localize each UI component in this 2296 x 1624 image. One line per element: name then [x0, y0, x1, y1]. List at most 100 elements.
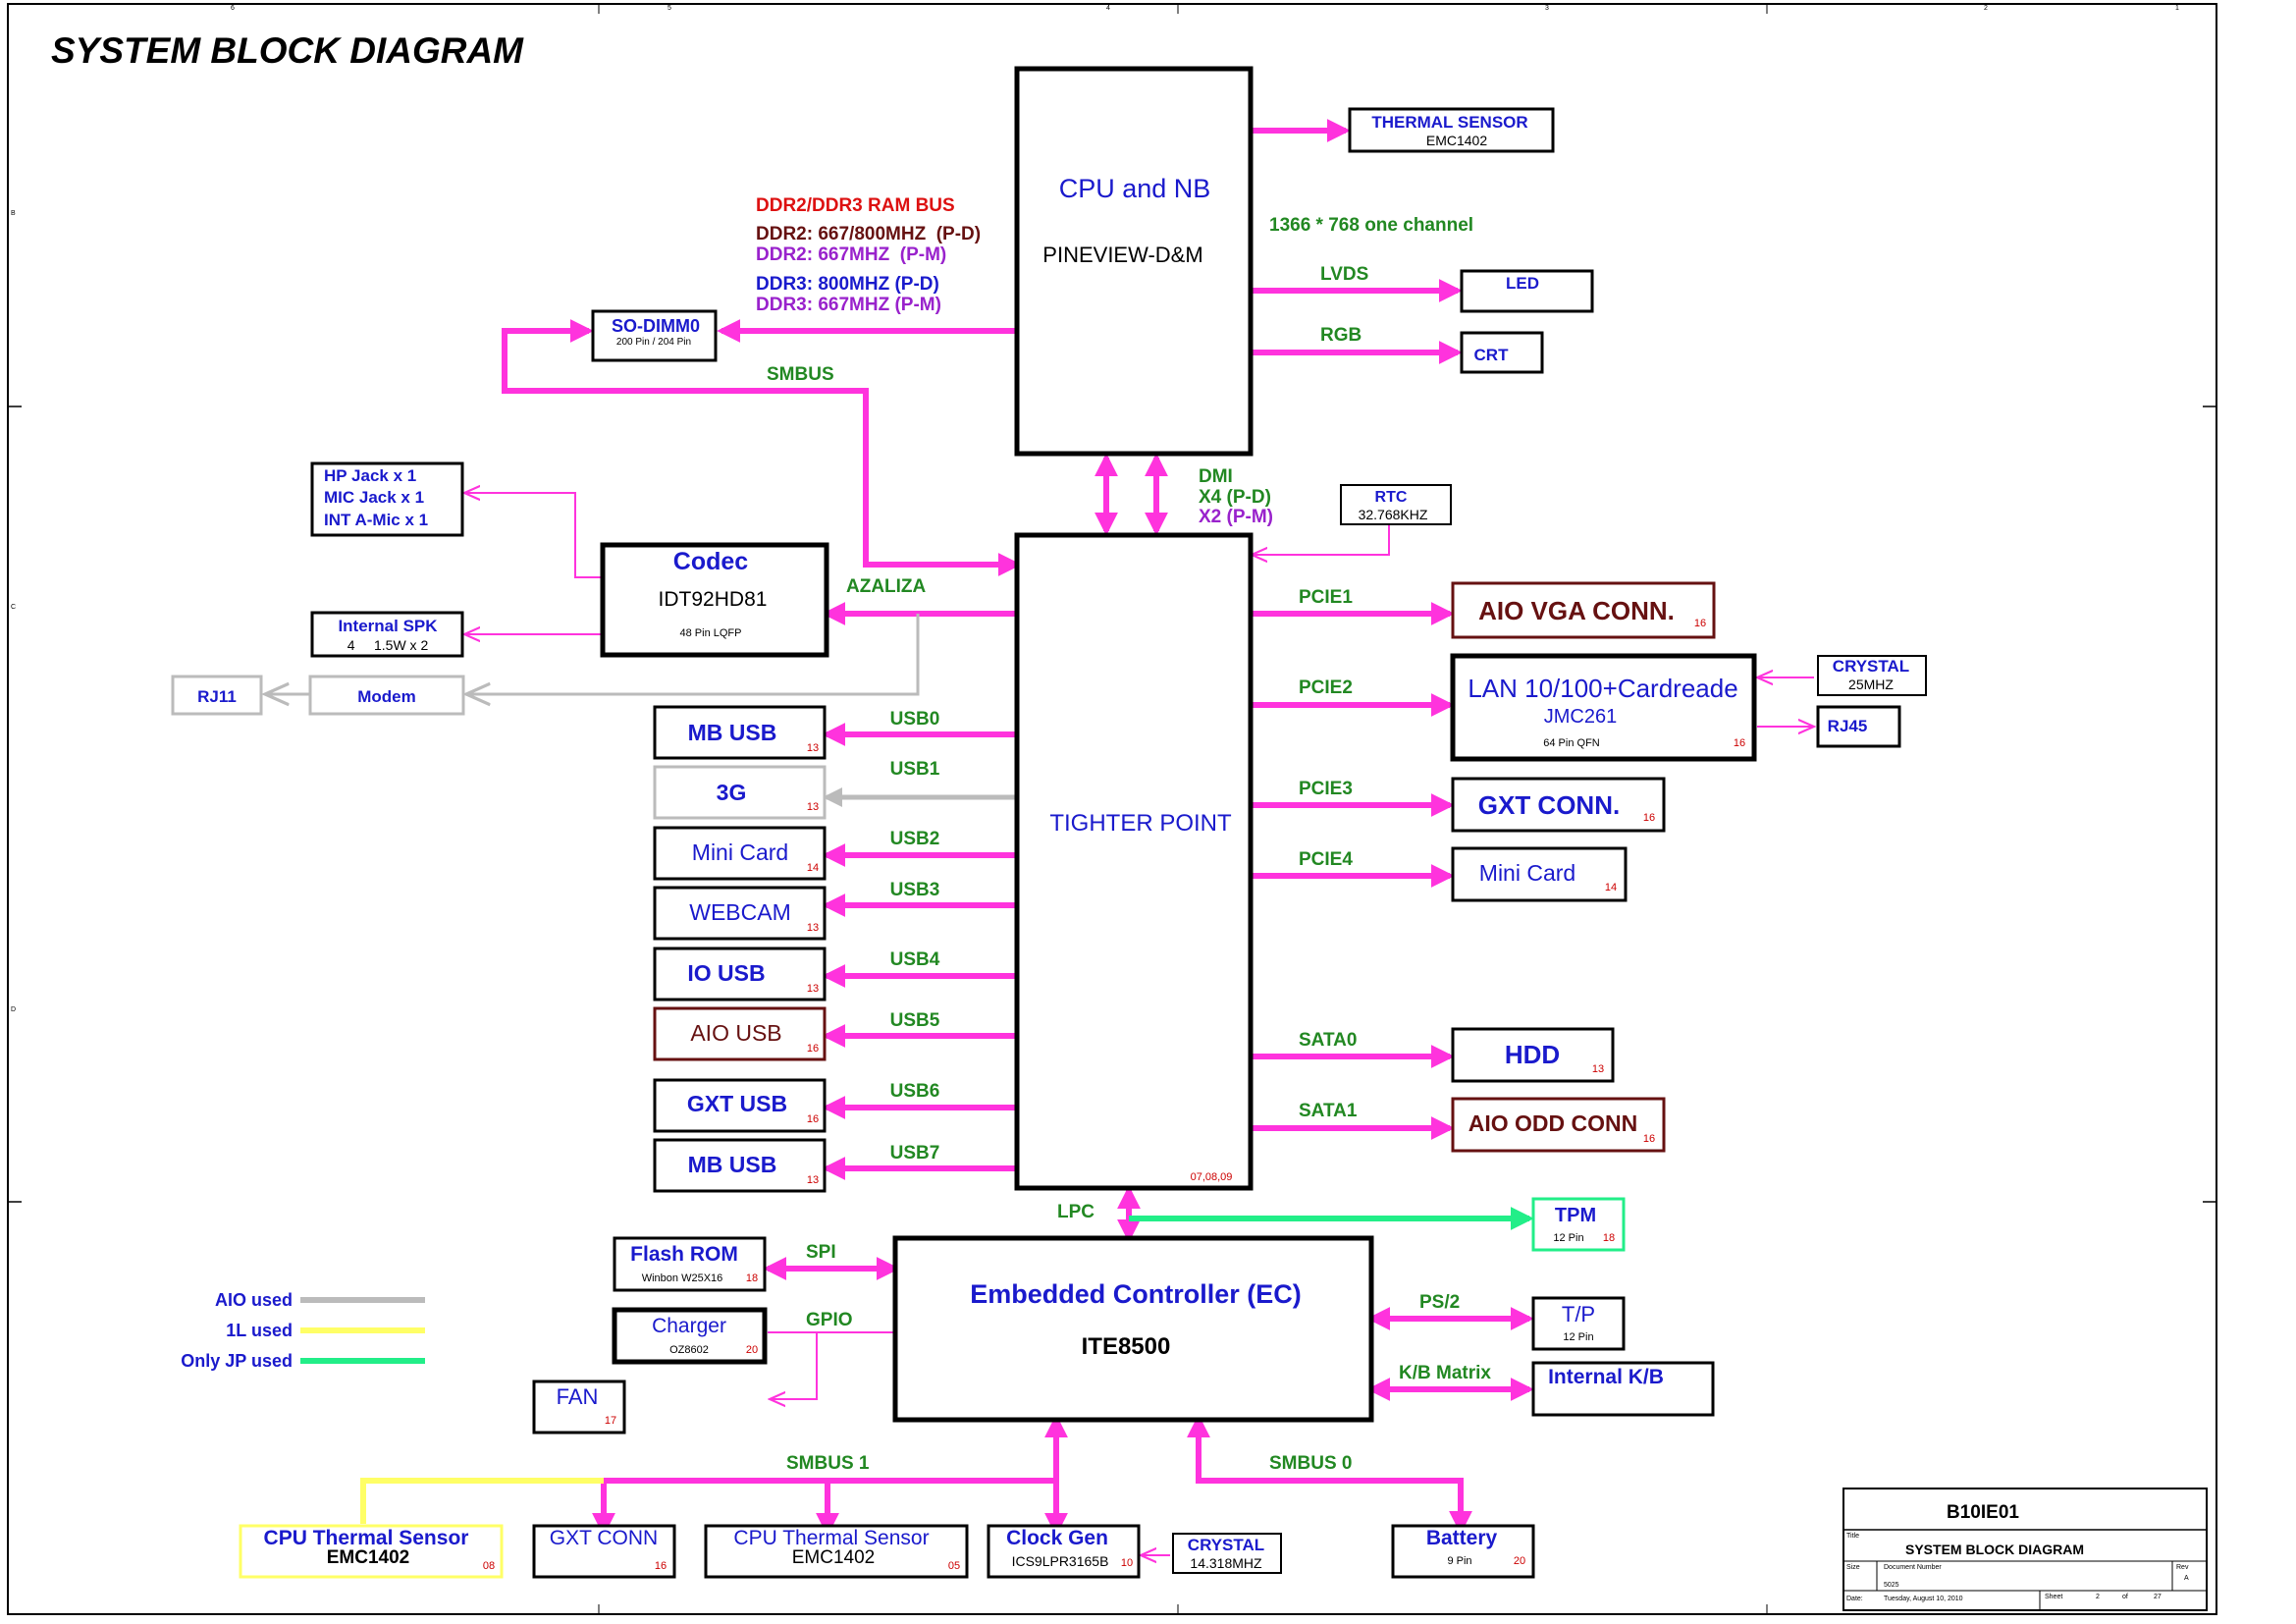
- cpu-title: CPU and NB: [1059, 174, 1211, 203]
- minicard-right-block[interactable]: Mini Card 14: [1451, 846, 1628, 902]
- lan-part: JMC261: [1544, 706, 1617, 728]
- led-title: LED: [1506, 274, 1539, 293]
- usb-device-io-usb[interactable]: IO USB 13: [653, 947, 827, 1001]
- cpu-ts-left-ref: 08: [483, 1560, 495, 1572]
- hdd-block[interactable]: HDD 13: [1451, 1027, 1615, 1083]
- usb-port-label: USB4: [890, 949, 940, 970]
- frame-marker-left: D: [11, 1006, 16, 1013]
- usb-port-label: USB7: [890, 1143, 940, 1164]
- modem-title: Modem: [357, 687, 416, 706]
- channel-label: 1366 * 768 one channel: [1269, 215, 1473, 236]
- cpu-thermal-sensor-left-block[interactable]: CPU Thermal Sensor EMC1402 08: [239, 1524, 504, 1579]
- crystal-lan-title: CRYSTAL: [1833, 657, 1909, 676]
- lan-ref: 16: [1734, 737, 1745, 749]
- frame-marker-top: 3: [1545, 5, 1549, 12]
- modem-link: [466, 614, 920, 694]
- usb-device-aio-usb[interactable]: AIO USB 16: [653, 1006, 827, 1061]
- gpio-label: GPIO: [806, 1310, 853, 1330]
- aio-vga-conn-block[interactable]: AIO VGA CONN. 16: [1451, 581, 1716, 639]
- fan-block[interactable]: FAN 17: [532, 1380, 626, 1435]
- bus-labels: DDR2/DDR3 RAM BUS DDR2: 667/800MHZ (P-D)…: [756, 195, 1491, 1474]
- smbus-label: SMBUS: [767, 364, 834, 385]
- codec-hpjack-link: [464, 493, 603, 578]
- usb-device-name: 3G: [717, 780, 747, 805]
- aio-odd-conn-block[interactable]: AIO ODD CONN 16: [1451, 1097, 1666, 1153]
- frame-marker-top: 5: [667, 5, 671, 12]
- tpm-title: TPM: [1555, 1205, 1596, 1226]
- ddr2-pd-label: DDR2: 667/800MHZ (P-D): [756, 224, 981, 244]
- gxt-conn-right-block[interactable]: GXT CONN. 16: [1451, 777, 1666, 833]
- lpc-label: LPC: [1057, 1202, 1095, 1222]
- tpm-block[interactable]: TPM 12 Pin 18: [1531, 1197, 1626, 1252]
- thermal-sensor-title: THERMAL SENSOR: [1371, 113, 1527, 132]
- crystal-clock-block[interactable]: CRYSTAL 14.318MHZ: [1172, 1533, 1282, 1574]
- page-title: SYSTEM BLOCK DIAGRAM: [51, 30, 524, 71]
- usb-device-mb-usb-7[interactable]: MB USB 13: [653, 1138, 827, 1193]
- codec-block[interactable]: Codec IDT92HD81 48 Pin LQFP: [600, 542, 829, 658]
- internal-kb-block[interactable]: Internal K/B: [1531, 1361, 1715, 1417]
- ddr3-pd-label: DDR3: 800MHZ (P-D): [756, 274, 939, 295]
- pcie3-label: PCIE3: [1299, 779, 1353, 799]
- rj11-title: RJ11: [197, 687, 237, 706]
- usb-device-ref: 13: [807, 922, 819, 934]
- hdd-title: HDD: [1505, 1040, 1560, 1069]
- lvds-label: LVDS: [1320, 264, 1368, 285]
- frame-marker-top: 6: [231, 5, 235, 12]
- flash-rom-block[interactable]: Flash ROM Winbon W25X16 18: [613, 1236, 767, 1292]
- led-block[interactable]: LED: [1460, 269, 1594, 313]
- rj45-title: RJ45: [1828, 717, 1868, 735]
- spi-label: SPI: [806, 1242, 836, 1263]
- hp-jack-block[interactable]: HP Jack x 1 MIC Jack x 1 INT A-Mic x 1: [310, 461, 464, 537]
- rtc-link: [1252, 522, 1390, 555]
- usb-port-label: USB3: [890, 880, 940, 900]
- crt-title: CRT: [1474, 346, 1510, 364]
- cpu-subtitle: PINEVIEW-D&M: [1042, 243, 1202, 267]
- rtc-block[interactable]: RTC 32.768KHZ: [1340, 484, 1452, 525]
- usb-device-name: MB USB: [688, 720, 777, 745]
- usb-device-3g[interactable]: 3G 13: [653, 765, 827, 820]
- cpu-ts-mid-part: EMC1402: [792, 1547, 876, 1568]
- internal-spk-block[interactable]: Internal SPK 4 1.5W x 2: [310, 611, 464, 658]
- title-block-code: B10IE01: [1947, 1502, 2019, 1523]
- modem-block[interactable]: Modem: [308, 675, 465, 716]
- usb-device-name: Mini Card: [692, 839, 788, 865]
- usb-device-webcam[interactable]: WEBCAM 13: [653, 886, 827, 941]
- cpu-block[interactable]: CPU and NB PINEVIEW-D&M: [1014, 66, 1254, 457]
- usb-device-ref: 13: [807, 1174, 819, 1186]
- ddr2-pm-label: DDR2: 667MHZ (P-M): [756, 244, 946, 265]
- gxt-conn-bottom-ref: 16: [655, 1560, 667, 1572]
- battery-block[interactable]: Battery 9 Pin 20: [1391, 1524, 1535, 1579]
- hdd-ref: 13: [1592, 1063, 1604, 1075]
- title-block-date-value: Tuesday, August 10, 2010: [1884, 1596, 1963, 1602]
- sodimm-block[interactable]: SO-DIMM0 200 Pin / 204 Pin: [591, 309, 718, 362]
- gxt-conn-bottom-block[interactable]: GXT CONN 16: [532, 1524, 676, 1579]
- tighter-point-block[interactable]: TIGHTER POINT 07,08,09: [1014, 532, 1254, 1191]
- battery-ref: 20: [1514, 1555, 1525, 1567]
- title-block-docnum-label: Document Number: [1884, 1564, 1942, 1571]
- usb-device-mb-usb-0[interactable]: MB USB 13: [653, 705, 827, 760]
- crystal-lan-freq: 25MHZ: [1848, 677, 1894, 692]
- usb-device-name: AIO USB: [690, 1020, 781, 1046]
- gxt-conn-ref: 16: [1643, 812, 1655, 824]
- flash-rom-title: Flash ROM: [630, 1243, 738, 1266]
- rj11-block[interactable]: RJ11: [171, 675, 263, 716]
- minicard-title: Mini Card: [1479, 860, 1575, 886]
- lan-block[interactable]: LAN 10/100+Cardreade JMC261 64 Pin QFN 1…: [1450, 653, 1757, 762]
- rtc-freq: 32.768KHZ: [1359, 507, 1428, 522]
- charger-block[interactable]: Charger OZ8602 20: [612, 1307, 768, 1365]
- title-block-rev-value: A: [2184, 1575, 2189, 1582]
- tighter-date: 07,08,09: [1191, 1171, 1233, 1183]
- crystal-lan-block[interactable]: CRYSTAL 25MHZ: [1817, 655, 1927, 696]
- usb-device-gxt-usb[interactable]: GXT USB 16: [653, 1078, 827, 1133]
- cpu-thermal-sensor-mid-block[interactable]: CPU Thermal Sensor EMC1402 05: [704, 1524, 969, 1579]
- sata0-label: SATA0: [1299, 1030, 1357, 1051]
- frame-marker-left: C: [11, 604, 16, 611]
- title-block-of-label: of: [2122, 1594, 2128, 1600]
- rj45-block[interactable]: RJ45: [1816, 705, 1901, 748]
- clock-gen-block[interactable]: Clock Gen ICS9LPR3165B 10: [987, 1524, 1141, 1579]
- tp-block[interactable]: T/P 12 Pin: [1531, 1296, 1626, 1351]
- thermal-sensor-top-block[interactable]: THERMAL SENSOR EMC1402: [1348, 107, 1555, 153]
- ec-block[interactable]: Embedded Controller (EC) ITE8500: [892, 1235, 1374, 1423]
- crt-block[interactable]: CRT: [1460, 331, 1544, 374]
- usb-device-minicard[interactable]: Mini Card 14: [653, 826, 827, 881]
